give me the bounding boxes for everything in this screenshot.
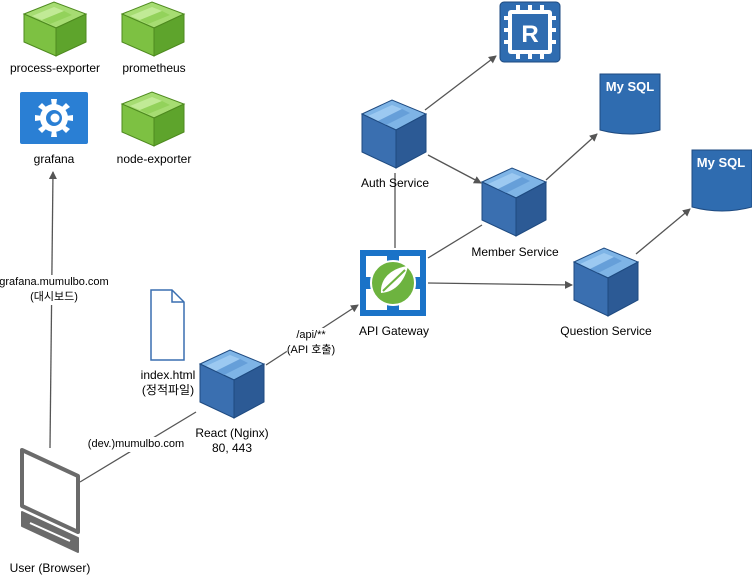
grafana-domain-desc: (대시보드) [30,291,78,303]
node-exporter-label: node-exporter [116,152,192,166]
grafana-label: grafana [33,152,75,166]
process-exporter-label: process-exporter [9,61,101,75]
member-service-icon [481,167,547,237]
api-route-desc: (API 호출) [286,344,336,356]
edge-user-grafana [48,171,57,449]
auth-service-icon [361,99,427,169]
index-html-name: index.html [140,368,196,382]
edge-auth-redis [424,55,497,111]
api-gateway-label: API Gateway [358,324,430,338]
edges [48,55,691,483]
node-exporter-icon [121,91,185,147]
api-route-label: /api/** (API 호출) [286,328,336,358]
react-domain-label: (dev.)mumulbo.com [87,437,185,452]
member-service-label: Member Service [471,245,559,259]
grafana-domain-label: grafana.mumulbo.com (대시보드) [0,275,109,305]
react-nginx-icon [199,349,265,419]
grafana-icon [20,92,88,144]
edge-auth-member [427,154,482,184]
index-html-desc: (정적파일) [141,383,195,397]
question-service-icon [573,247,639,317]
api-gateway-icon [360,250,426,316]
edge-gateway-member [427,224,483,259]
mysql-label-1: My SQL [606,79,654,94]
auth-service-label: Auth Service [360,176,430,190]
user-browser-icon [20,448,80,553]
api-route-path: /api/** [296,329,326,341]
mysql-label-2: My SQL [697,155,745,170]
redis-glyph: R [521,21,538,48]
grafana-domain: grafana.mumulbo.com [0,276,109,288]
react-name: React (Nginx) [195,426,269,440]
mysql-icon-2: My SQL [691,149,752,212]
edge-member-mysql1 [545,133,598,181]
edge-gateway-question [427,280,573,289]
index-html-label: index.html (정적파일) [141,368,196,398]
prometheus-label: prometheus [122,61,186,75]
question-service-label: Question Service [560,324,652,338]
react-label: React (Nginx) 80, 443 [195,426,268,456]
file-icon [150,289,185,361]
react-ports: 80, 443 [211,441,253,455]
redis-icon: R [499,1,561,63]
mysql-icon-1: My SQL [599,73,661,135]
edge-question-mysql2 [635,208,691,255]
prometheus-icon [121,1,185,57]
process-exporter-icon [23,1,87,57]
user-browser-label: User (Browser) [9,561,91,575]
